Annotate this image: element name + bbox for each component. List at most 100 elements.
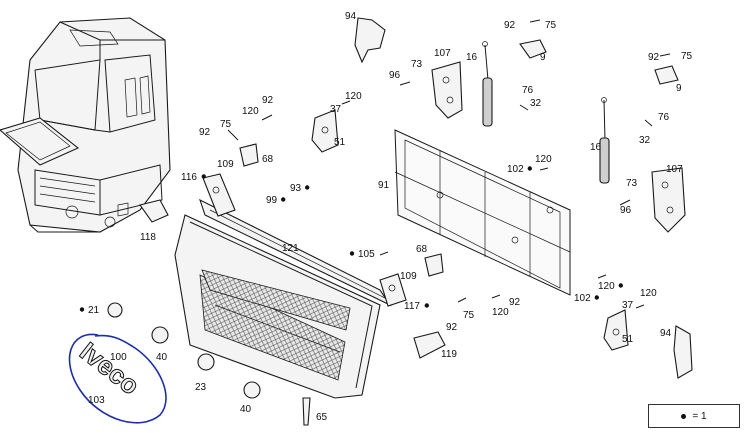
- iveco-badge: Iveco: [74, 336, 146, 402]
- screwdriver-65: [302, 397, 311, 426]
- bumper-68-lower: [424, 253, 444, 277]
- callout-dot-102: [527, 166, 532, 171]
- callout-label-76: 76: [522, 85, 534, 96]
- callout-label-107: 107: [666, 164, 683, 175]
- bracket-9-right: [654, 65, 679, 85]
- callout-label-23: 23: [195, 382, 207, 393]
- callout-label-119: 119: [441, 349, 457, 360]
- callout-label-120: 120: [640, 288, 657, 299]
- callout-label-92: 92: [446, 322, 458, 333]
- bumper-68-upper: [239, 143, 259, 167]
- callout-label-99: 99: [266, 195, 278, 206]
- callout-label-103: 103: [88, 395, 105, 406]
- legend-dot-icon: [681, 413, 687, 419]
- callout-label-37: 37: [330, 104, 342, 115]
- callout-label-9: 9: [676, 83, 682, 94]
- gas-strut-left: [482, 41, 493, 127]
- callout-label-65: 65: [316, 412, 328, 423]
- callout-label-92: 92: [262, 95, 274, 106]
- callout-label-73: 73: [411, 59, 423, 70]
- callout-label-75: 75: [545, 20, 557, 31]
- grille-frame: [394, 129, 571, 296]
- callout-label-116: 116: [181, 172, 197, 183]
- callout-label-102: 102: [507, 164, 524, 175]
- callout-label-120: 120: [345, 91, 362, 102]
- bracket-94-top: [354, 17, 386, 64]
- callout-label-75: 75: [220, 119, 232, 130]
- callout-labels: 94 92 75 9 92 75 9 107 16 73 96 76 32 76 32 16 107 73 96 92…: [79, 11, 693, 423]
- callout-label-118: 118: [140, 232, 156, 243]
- callout-label-121: 121: [282, 243, 299, 254]
- callout-label-100: 100: [110, 352, 127, 363]
- latch-51-upper: [311, 109, 339, 153]
- callout-label-32: 32: [639, 135, 651, 146]
- callout-label-68: 68: [262, 154, 274, 165]
- callout-label-109: 109: [217, 159, 234, 170]
- callout-dot-93: [305, 185, 310, 190]
- callout-label-40: 40: [156, 352, 168, 363]
- callout-label-102: 102: [574, 293, 591, 304]
- cover-119: [413, 331, 446, 359]
- badge-text: Iveco: [74, 336, 145, 401]
- bracket-9-top: [519, 39, 547, 59]
- callout-label-96: 96: [620, 205, 632, 216]
- callout-label-32: 32: [530, 98, 542, 109]
- hinge-right: [651, 167, 686, 233]
- callout-label-92: 92: [504, 20, 516, 31]
- callout-label-40: 40: [240, 404, 252, 415]
- callout-label-37: 37: [622, 300, 634, 311]
- callout-label-68: 68: [416, 244, 428, 255]
- hinge-left: [431, 61, 463, 119]
- callout-label-92: 92: [648, 52, 660, 63]
- hook-117: [379, 273, 407, 307]
- callout-label-120: 120: [535, 154, 552, 165]
- callout-label-120: 120: [242, 106, 259, 117]
- callout-label-107: 107: [434, 48, 451, 59]
- callout-dot-117: [424, 303, 429, 308]
- callout-label-117: 117: [404, 301, 420, 312]
- legend-text: = 1: [692, 410, 707, 422]
- callout-label-21: 21: [88, 305, 100, 316]
- callout-label-51: 51: [334, 137, 346, 148]
- clip-118: [139, 199, 169, 223]
- front-grille-panel: [174, 214, 381, 399]
- plug-21: [107, 302, 123, 318]
- annotation-circle: [68, 333, 167, 424]
- callout-label-93: 93: [290, 183, 302, 194]
- callout-dot-99: [281, 197, 286, 202]
- legend-box: = 1: [648, 404, 740, 428]
- latch-51-lower: [603, 309, 629, 351]
- callout-label-75: 75: [463, 310, 475, 321]
- callout-label-105: 105: [358, 249, 375, 260]
- callout-label-16: 16: [466, 52, 478, 63]
- callout-label-120: 120: [598, 281, 615, 292]
- gas-strut-right: [599, 97, 610, 184]
- callout-dot-105: [349, 251, 355, 256]
- callout-dot-102: [594, 295, 599, 300]
- callout-label-92: 92: [509, 297, 521, 308]
- bracket-94-bottom: [673, 325, 693, 379]
- callout-label-109: 109: [400, 271, 417, 282]
- hook-116: [202, 173, 236, 217]
- callout-dot-116: [201, 174, 206, 179]
- callout-label-92: 92: [199, 127, 211, 138]
- callout-label-96: 96: [389, 70, 401, 81]
- callout-label-120: 120: [492, 307, 509, 318]
- callout-label-16: 16: [590, 142, 602, 153]
- truck-cab-thumbnail: [0, 17, 171, 233]
- callout-label-73: 73: [626, 178, 638, 189]
- plug-40-lower: [243, 381, 261, 399]
- callout-label-91: 91: [378, 180, 390, 191]
- callout-label-94: 94: [660, 328, 672, 339]
- callout-label-51: 51: [622, 334, 634, 345]
- callout-dot-120: [618, 283, 623, 288]
- plug-23: [197, 353, 215, 371]
- callout-label-94: 94: [345, 11, 357, 22]
- callout-label-76: 76: [658, 112, 670, 123]
- callout-label-75: 75: [681, 51, 693, 62]
- plug-40-upper: [151, 326, 169, 344]
- bolts: [227, 19, 671, 309]
- callout-label-9: 9: [540, 52, 546, 63]
- callout-dot-21: [79, 307, 85, 312]
